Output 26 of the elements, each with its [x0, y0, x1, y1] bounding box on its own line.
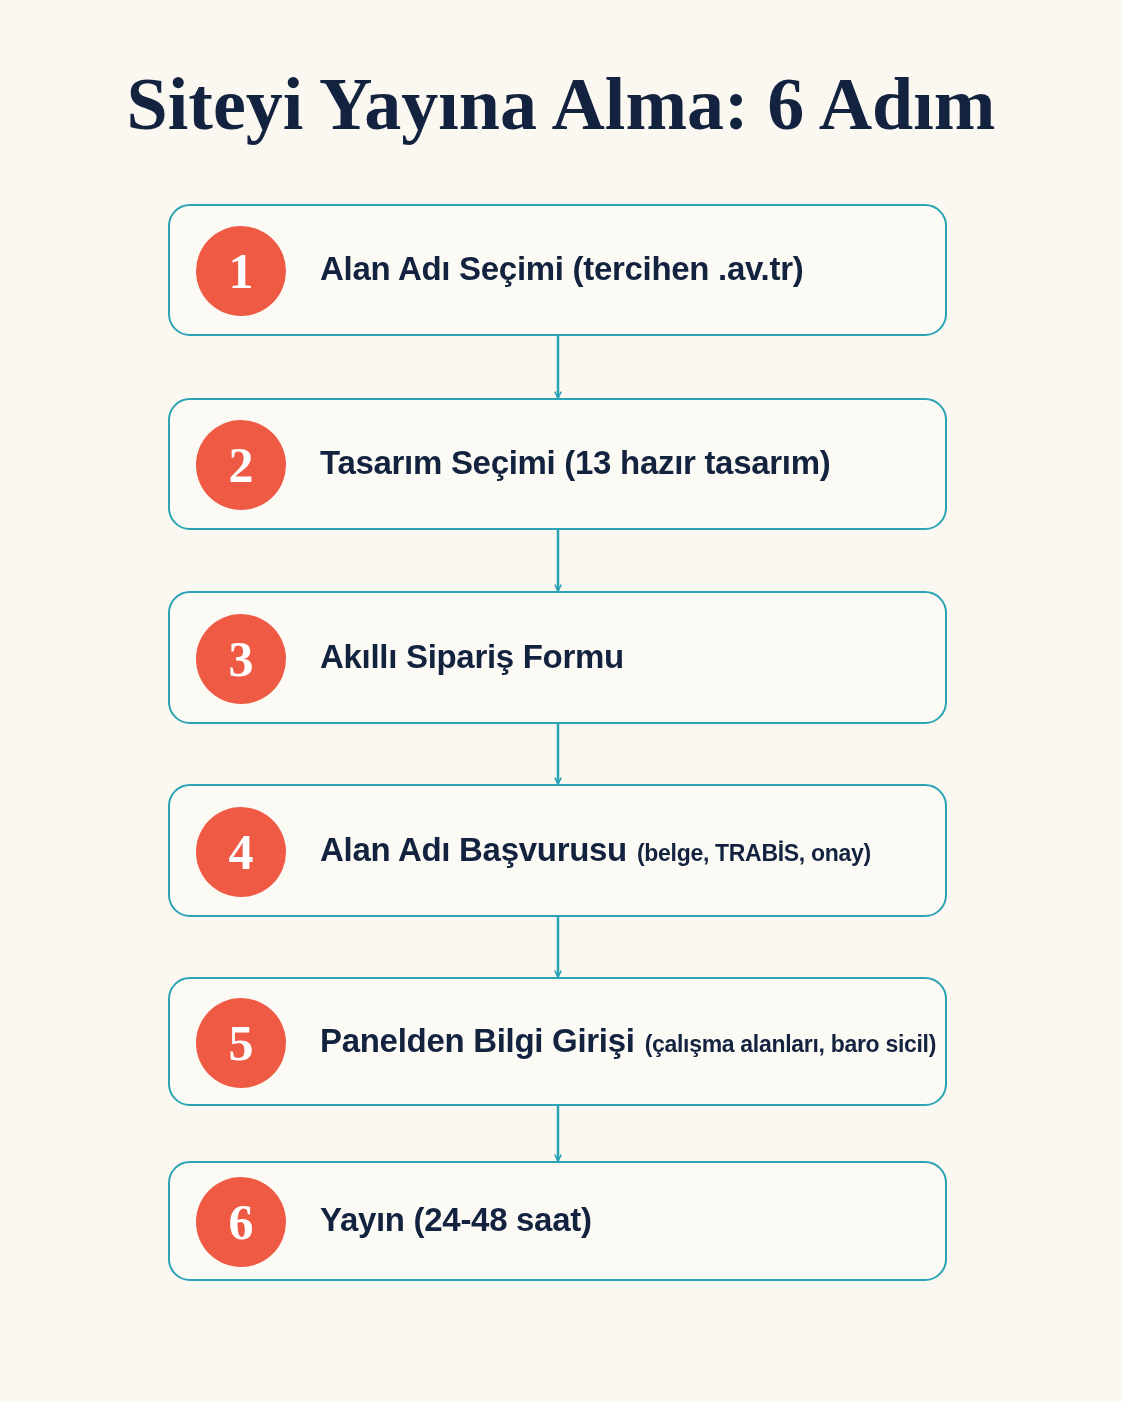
step-box — [168, 398, 947, 530]
arrow — [554, 530, 562, 592]
step-detail: (belge, TRABİS, onay) — [636, 839, 871, 867]
step-box — [168, 204, 947, 336]
step-number: 4 — [196, 806, 286, 897]
step-label: Akıllı Sipariş Formu — [320, 637, 624, 676]
step-box — [168, 784, 947, 917]
step-box — [168, 977, 947, 1106]
arrow — [554, 917, 562, 978]
step-label: Yayın (24-48 saat) — [320, 1201, 592, 1239]
step-box — [168, 591, 947, 724]
arrow — [554, 724, 562, 785]
step-number: 5 — [196, 997, 286, 1088]
step-number: 2 — [196, 420, 286, 510]
arrow — [554, 336, 562, 399]
step-number: 1 — [196, 226, 286, 316]
step-label: Alan Adı Seçimi (tercihen .av.tr) — [320, 250, 804, 288]
step-number: 6 — [196, 1177, 286, 1267]
step-label: Panelden Bilgi Girişi — [320, 1021, 635, 1060]
title: Siteyi Yayına Alma: 6 Adım — [125, 62, 997, 147]
step-detail: (çalışma alanları, baro sicil) — [644, 1030, 937, 1058]
arrow — [554, 1106, 562, 1162]
step-number: 3 — [196, 613, 286, 704]
step-label: Tasarım Seçimi (13 hazır tasarım) — [320, 444, 831, 482]
step-label: Alan Adı Başvurusu — [320, 830, 627, 869]
step-box — [168, 1161, 947, 1281]
